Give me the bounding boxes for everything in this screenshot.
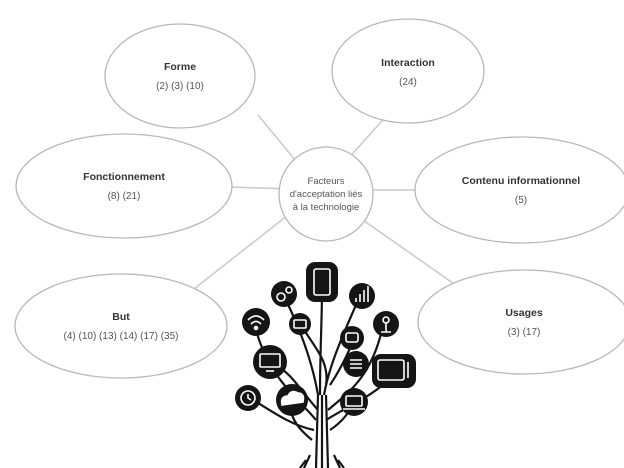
node-but: But (4) (10) (13) (14) (17) (35) <box>26 294 216 358</box>
node-but-ellipse <box>14 273 228 379</box>
node-interaction-ellipse <box>331 18 485 124</box>
node-fonctionnement: Fonctionnement (8) (21) <box>34 154 214 218</box>
center-node: Facteurs d'acceptation liés à la technol… <box>274 152 378 236</box>
center-label: Facteurs d'acceptation liés à la technol… <box>289 175 363 213</box>
node-usages-ellipse <box>417 269 624 375</box>
node-usages-refs: (3) (17) <box>507 326 541 338</box>
node-but-title: But <box>112 310 130 323</box>
node-fonctionnement-title: Fonctionnement <box>83 170 165 183</box>
node-contenu-title: Contenu informationnel <box>461 174 581 187</box>
technology-tree-illustration <box>249 289 393 468</box>
node-fonctionnement-ellipse <box>15 133 233 239</box>
node-forme-refs: (2) (3) (10) <box>156 80 204 92</box>
node-forme-ellipse <box>104 23 256 129</box>
monitor-icon <box>253 345 287 379</box>
node-but-refs: (4) (10) (13) (14) (17) (35) <box>63 330 179 342</box>
node-forme-title: Forme <box>163 60 197 73</box>
wifi-icon-glyph <box>247 315 265 325</box>
node-contenu-refs: (5) <box>514 194 528 206</box>
laptop-icon <box>340 388 368 416</box>
node-forme: Forme (2) (3) (10) <box>110 44 250 108</box>
signal-icon <box>349 283 375 309</box>
node-contenu: Contenu informationnel (5) <box>426 158 616 222</box>
node-interaction: Interaction (24) <box>338 40 478 104</box>
node-usages: Usages (3) (17) <box>434 290 614 354</box>
smartphone-icon <box>306 262 338 302</box>
node-contenu-ellipse <box>414 136 624 244</box>
camera-icon <box>340 326 364 350</box>
node-fonctionnement-refs: (8) (21) <box>107 190 141 202</box>
battery-icon <box>289 313 311 335</box>
node-interaction-title: Interaction <box>381 56 435 69</box>
node-interaction-refs: (24) <box>399 76 417 88</box>
center-circle <box>278 146 374 242</box>
node-usages-title: Usages <box>505 306 543 319</box>
